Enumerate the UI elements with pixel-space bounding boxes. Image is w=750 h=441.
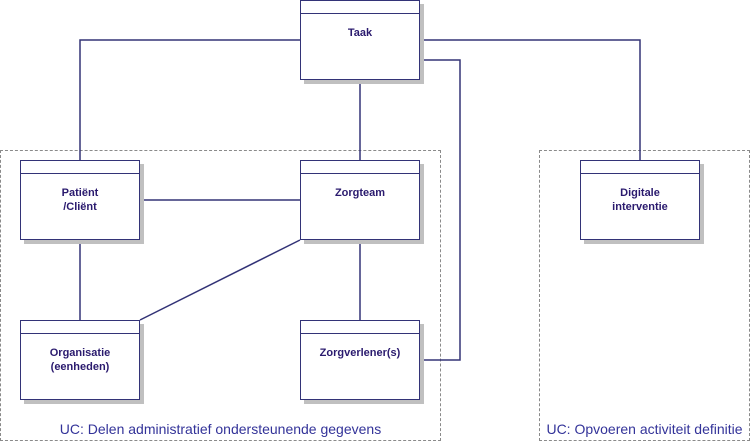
uc-label-opvoeren-activiteit: UC: Opvoeren activiteit definitie [546,421,743,437]
class-name: Zorgteam [334,187,386,199]
association-taak-patient[interactable] [79,39,300,160]
class-header [21,321,139,334]
uc-label-delen-gegevens: UC: Delen administratief ondersteunende … [59,421,382,437]
class-name: Organisatie (eenheden) [49,347,111,373]
class-header [21,161,139,174]
class-patient-client[interactable]: Patiënt /Cliënt [20,160,140,240]
class-organisatie[interactable]: Organisatie (eenheden) [20,320,140,400]
association-taak-zorgverlener[interactable] [420,59,461,361]
class-header [581,161,699,174]
class-zorgverlener[interactable]: Zorgverlener(s) [300,320,420,400]
class-zorgteam[interactable]: Zorgteam [300,160,420,240]
class-name: Digitale interventie [612,187,668,213]
class-name: Zorgverlener(s) [319,347,401,359]
class-name: Patiënt /Cliënt [61,187,99,213]
class-header [301,1,419,14]
association-zorgteam-organisatie[interactable] [139,239,301,321]
class-name: Taak [347,27,373,39]
class-header [301,161,419,174]
association-taak-digitale[interactable] [420,39,641,160]
class-header [301,321,419,334]
class-taak[interactable]: Taak [300,0,420,80]
class-digitale-interventie[interactable]: Digitale interventie [580,160,700,240]
